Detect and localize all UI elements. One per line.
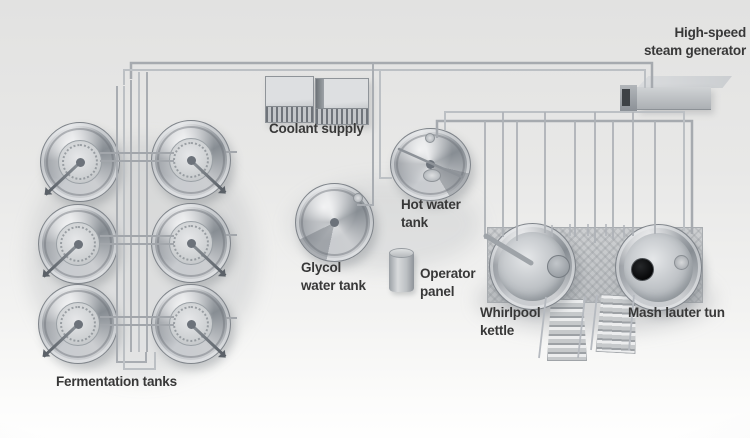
coolant-louver-grille [266,106,313,122]
fermentation-tank [151,284,231,364]
vertical-drop-pipes [484,112,656,243]
steam-generator-slot [622,89,630,106]
tank-fitting [425,133,435,143]
mash-lauter-tun [615,224,702,311]
steam-generator-top [637,76,732,88]
hot-water-tank-label: Hot water tank [401,196,461,232]
glycol-feed-pipe [357,63,392,206]
glycol-water-tank [295,183,374,262]
fermentation-tank [151,203,231,283]
hot-water-label-line1: Hot water [401,197,461,212]
operator-panel-label: Operator panel [420,265,476,301]
tank-hub [73,319,83,329]
glycol-water-tank-label: Glycol water tank [301,259,366,295]
hot-water-tank-rod [397,147,464,179]
tank-rim [301,189,368,256]
whirlpool-kettle-label: Whirlpool kettle [480,304,541,340]
tank-hub [426,160,435,169]
fermentation-tank [151,120,231,200]
steam-generator-label-line1: High-speed [674,25,746,40]
hot-water-label-line2: tank [401,215,428,231]
tank-hub [75,157,85,167]
tank-hub [73,239,83,249]
steam-generator-label: High-speed steam generator [596,24,746,60]
coolant-supply-unit [265,76,314,123]
platform-railing-posts [551,224,625,237]
tank-hub [186,238,196,248]
fermentation-tanks-label: Fermentation tanks [56,374,177,389]
steam-generator [637,87,711,110]
glycol-label-line2: water tank [301,278,366,294]
tank-hub [186,155,196,165]
hot-water-tank [390,128,471,201]
coolant-supply-unit [315,78,369,125]
distribution-pipe-run [435,111,694,234]
tank-manhole [423,169,441,182]
tank-hub [186,319,196,329]
tun-fitting [674,255,689,270]
coolant-louver-grille [316,108,368,124]
tank-hub [330,218,339,227]
whirlpool-label-line2: kettle [480,323,515,339]
coolant-supply-label: Coolant supply [269,121,364,136]
whirlpool-kettle [489,223,576,310]
operator-label-line1: Operator [420,266,476,281]
glycol-label-line1: Glycol [301,260,342,275]
tun-open-manway [631,258,654,281]
fermentation-pipe-trunk [100,72,237,370]
whirlpool-label-line1: Whirlpool [480,305,541,320]
coolant-unit-side [316,79,324,124]
tank-fitting [353,193,363,203]
steam-generator-label-line2: steam generator [643,43,746,59]
top-pipe-run [123,61,654,88]
fermentation-tank [38,204,118,284]
operator-panel [389,248,414,292]
kettle-manway [547,255,570,278]
operator-label-line2: panel [420,284,455,300]
stair-railings [538,294,635,359]
mash-lauter-tun-label: Mash lauter tun [628,305,725,320]
kettle-inlet-pipe [483,233,534,266]
